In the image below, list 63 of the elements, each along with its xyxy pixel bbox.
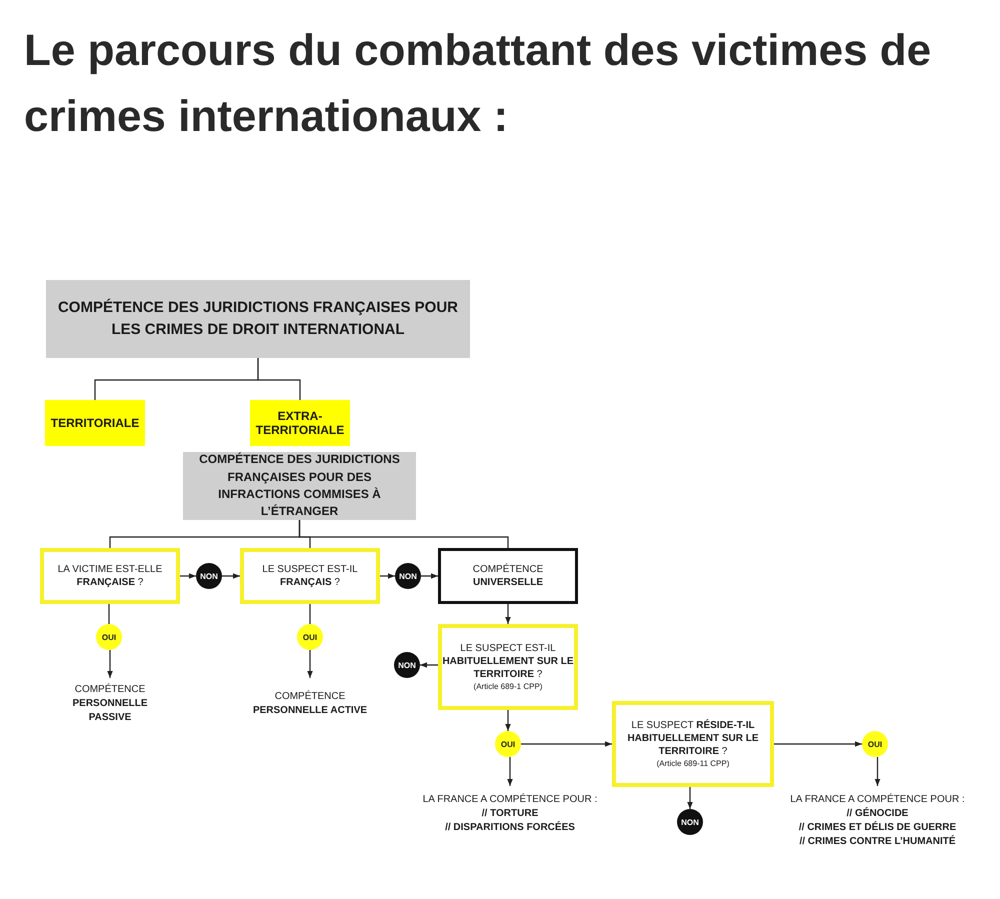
arrow (874, 757, 880, 786)
arrow (222, 573, 240, 579)
answer-label: NON (399, 572, 417, 580)
category-box (250, 400, 350, 446)
page-title: Le parcours du combattant des victimes de crimes internationaux : (24, 25, 932, 143)
connector-line (298, 520, 509, 548)
answer-circle (677, 809, 703, 835)
question-box (40, 548, 180, 604)
box-text: LA VICTIME EST-ELLE FRANÇAISE ? (56, 563, 164, 589)
answer-label: OUI (302, 632, 318, 642)
answer-label: NON (200, 572, 218, 580)
arrow (307, 650, 313, 678)
answer-circle (495, 731, 521, 757)
arrow (774, 741, 862, 747)
crime-item: // DISPARITIONS FORCÉES (445, 821, 575, 835)
answer-label: NON (398, 660, 416, 670)
answer-circle (395, 563, 421, 589)
question-box (240, 548, 380, 604)
box-text: COMPÉTENCE DES JURIDICTIONS FRANÇAISES POUR DES INFRACTIONS COMMISES À L’ÉTRANGER (198, 451, 401, 520)
box-text: LE SUSPECT EST-IL HABITUELLEMENT SUR LE TERRITOIRE ? (442, 642, 574, 681)
answer-label: NON (681, 818, 699, 826)
category-box (45, 400, 145, 446)
connector-line (257, 358, 301, 400)
heading-box (46, 280, 470, 358)
box-text: LE SUSPECT EST-IL FRANÇAIS ? (261, 563, 359, 589)
connector-line (309, 604, 311, 624)
question-box (612, 701, 774, 787)
answer-circle (297, 624, 323, 650)
box-text: LE SUSPECT RÉSIDE-T-IL HABITUELLEMENT SUR LE TERRITOIRE ? (626, 719, 760, 758)
box-text: TERRITORIALE (50, 416, 140, 430)
article-reference: (Article 689-11 CPP) (656, 758, 730, 769)
arrow (505, 604, 511, 624)
result-text: LA FRANCE A COMPÉTENCE POUR : (422, 793, 598, 807)
answer-circle (196, 563, 222, 589)
article-reference: (Article 689-1 CPP) (474, 681, 542, 692)
arrow (507, 757, 513, 786)
arrow (421, 573, 438, 579)
answer-label: OUI (102, 632, 116, 642)
answer-label: OUI (500, 740, 516, 748)
crime-item: // CRIMES ET DÉLIS DE GUERRE (798, 821, 956, 835)
result-box (438, 548, 578, 604)
answer-circle (96, 624, 122, 650)
arrow (521, 741, 612, 747)
arrow (380, 573, 395, 579)
box-text: EXTRA-TERRITORIALE (254, 409, 346, 437)
answer-label: OUI (868, 740, 882, 748)
arrow (687, 787, 693, 809)
crime-item: // CRIMES CONTRE L’HUMANITÉ (799, 835, 956, 849)
arrow (180, 573, 196, 579)
crime-item: // GÉNOCIDE (846, 807, 908, 821)
result-text: COMPÉTENCE PERSONNELLE PASSIVE (71, 683, 148, 725)
box-text: COMPÉTENCE UNIVERSELLE (472, 563, 544, 589)
arrow (505, 710, 511, 731)
crime-item: // TORTURE (482, 807, 538, 821)
connector-line (108, 604, 110, 624)
result-text: COMPÉTENCE PERSONNELLE ACTIVE (252, 690, 368, 718)
question-box (438, 624, 578, 710)
arrow (420, 662, 438, 668)
arrow (107, 650, 113, 678)
answer-circle (394, 652, 420, 678)
result-text: LA FRANCE A COMPÉTENCE POUR : (790, 793, 965, 807)
box-text: COMPÉTENCE DES JURIDICTIONS FRANÇAISES POUR LES CRIMES DE DROIT INTERNATIONAL (56, 298, 460, 340)
answer-circle (862, 731, 888, 757)
